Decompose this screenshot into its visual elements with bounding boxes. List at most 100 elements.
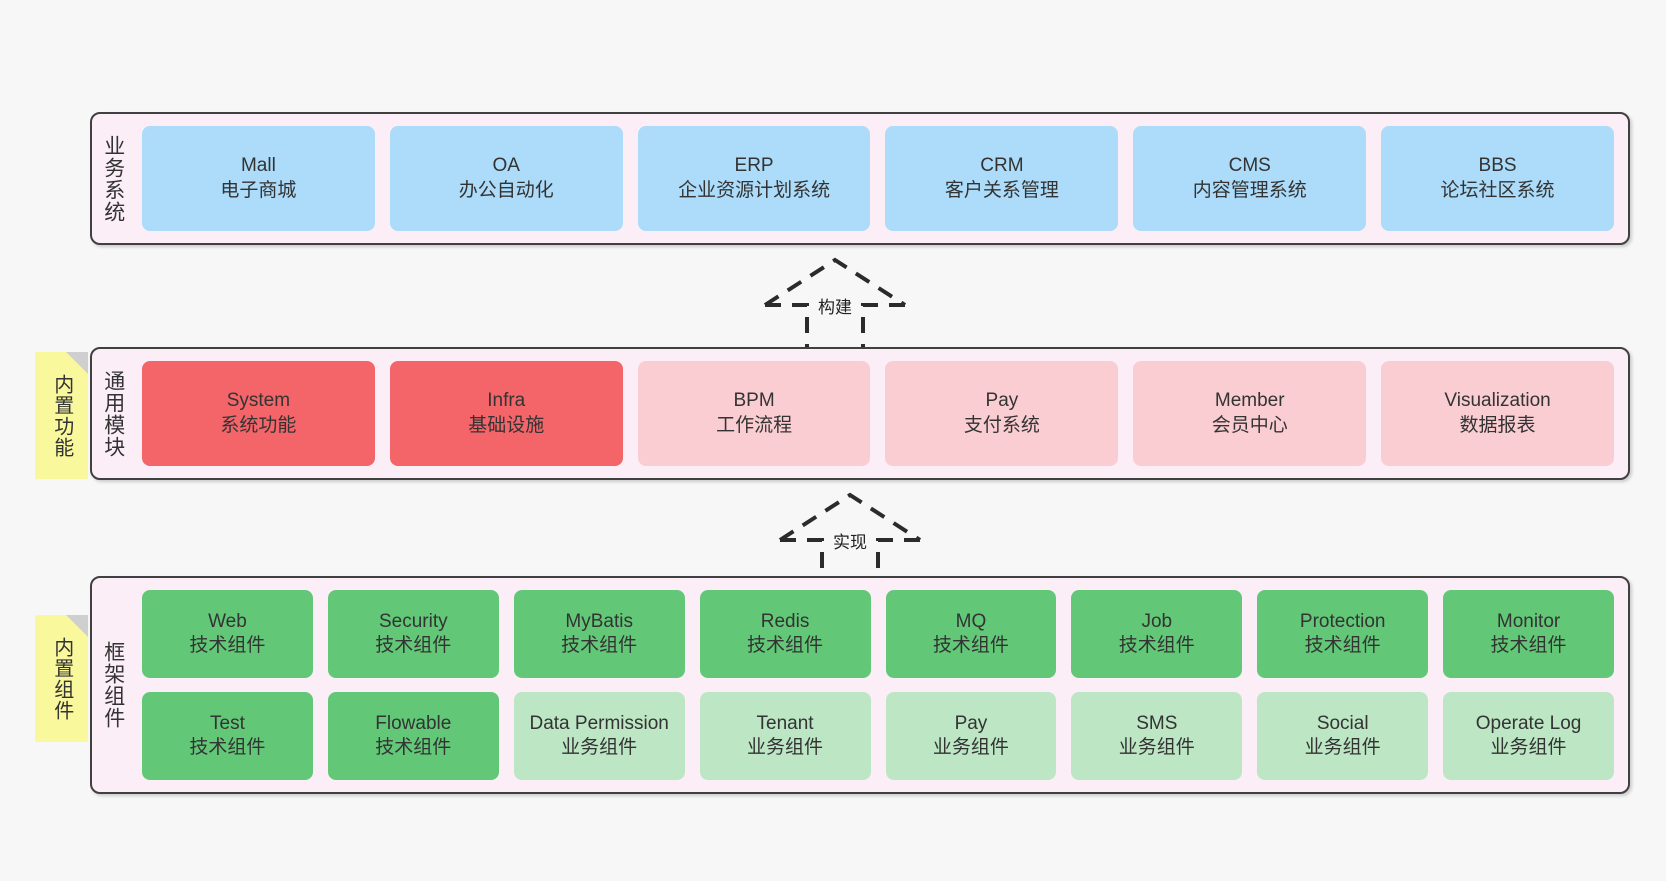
- node-monitor-desc: 技术组件: [1490, 635, 1567, 656]
- node-oa[interactable]: OA 办公自动化: [389, 126, 623, 231]
- node-system-name: System: [226, 390, 291, 412]
- node-monitor[interactable]: Monitor 技术组件: [1443, 590, 1614, 678]
- node-mybatis-desc: 技术组件: [561, 635, 638, 656]
- node-cms[interactable]: CMS 内容管理系统: [1133, 126, 1367, 231]
- node-mall-name: Mall: [240, 155, 276, 177]
- node-bpm-name: BPM: [733, 390, 775, 412]
- node-security[interactable]: Security 技术组件: [327, 590, 499, 678]
- node-cms-name: CMS: [1228, 155, 1271, 177]
- note-fold-corner-icon: [66, 615, 88, 637]
- node-flowable[interactable]: Flowable 技术组件: [327, 692, 499, 780]
- node-operate-log[interactable]: Operate Log 业务组件: [1443, 692, 1614, 780]
- node-operate-log-desc: 业务组件: [1490, 737, 1567, 758]
- arrow-implement: 实现: [775, 490, 925, 590]
- node-web[interactable]: Web 技术组件: [142, 590, 313, 678]
- node-mq-name: MQ: [955, 610, 987, 632]
- node-pay-component[interactable]: Pay 业务组件: [885, 692, 1057, 780]
- node-mybatis[interactable]: MyBatis 技术组件: [513, 590, 685, 678]
- note-builtin-component-text: 内置组件: [50, 636, 73, 721]
- note-builtin-component: 内置组件: [35, 615, 88, 742]
- node-pay-module-name: Pay: [985, 390, 1019, 412]
- node-test-name: Test: [210, 712, 245, 734]
- node-flowable-desc: 技术组件: [375, 737, 452, 758]
- node-test-desc: 技术组件: [189, 737, 266, 758]
- node-pay-module-desc: 支付系统: [963, 414, 1040, 436]
- node-job-name: Job: [1141, 610, 1173, 632]
- node-web-desc: 技术组件: [189, 635, 266, 656]
- node-crm-name: CRM: [980, 155, 1024, 177]
- node-pay-module[interactable]: Pay 支付系统: [885, 361, 1119, 466]
- node-data-permission[interactable]: Data Permission 业务组件: [513, 692, 685, 780]
- node-tenant-desc: 业务组件: [747, 737, 824, 758]
- node-redis-desc: 技术组件: [747, 635, 824, 656]
- node-security-desc: 技术组件: [375, 635, 452, 656]
- node-crm-desc: 客户关系管理: [944, 179, 1059, 201]
- node-system-desc: 系统功能: [220, 414, 297, 436]
- node-mall-desc: 电子商城: [220, 179, 297, 201]
- row-framework-1: Web 技术组件 Security 技术组件 MyBatis 技术组件 Redi…: [142, 590, 1614, 678]
- node-protection-desc: 技术组件: [1304, 635, 1381, 656]
- layer-body-common-module: System 系统功能 Infra 基础设施 BPM 工作流程 Pay 支付系统…: [134, 349, 1628, 478]
- layer-body-business-system: Mall 电子商城 OA 办公自动化 ERP 企业资源计划系统 CRM 客户关系…: [134, 114, 1628, 243]
- node-job[interactable]: Job 技术组件: [1071, 590, 1243, 678]
- node-tenant-name: Tenant: [756, 712, 814, 734]
- node-crm[interactable]: CRM 客户关系管理: [885, 126, 1119, 231]
- node-erp[interactable]: ERP 企业资源计划系统: [637, 126, 871, 231]
- node-protection[interactable]: Protection 技术组件: [1257, 590, 1429, 678]
- node-social-name: Social: [1316, 712, 1369, 734]
- node-test[interactable]: Test 技术组件: [142, 692, 313, 780]
- node-data-permission-name: Data Permission: [529, 712, 669, 734]
- row-common-1: System 系统功能 Infra 基础设施 BPM 工作流程 Pay 支付系统…: [142, 361, 1614, 466]
- layer-title-common-module: 通用模块: [101, 369, 125, 458]
- layer-title-business-system: 业务系统: [101, 134, 125, 223]
- node-operate-log-name: Operate Log: [1475, 712, 1582, 734]
- node-mall[interactable]: Mall 电子商城: [142, 126, 375, 231]
- node-infra[interactable]: Infra 基础设施: [389, 361, 623, 466]
- node-mq-desc: 技术组件: [932, 635, 1009, 656]
- node-protection-name: Protection: [1299, 610, 1386, 632]
- node-oa-name: OA: [492, 155, 520, 177]
- node-sms[interactable]: SMS 业务组件: [1071, 692, 1243, 780]
- node-flowable-name: Flowable: [375, 712, 452, 734]
- node-mq[interactable]: MQ 技术组件: [885, 590, 1057, 678]
- node-erp-name: ERP: [734, 155, 774, 177]
- node-infra-name: Infra: [487, 390, 526, 412]
- node-infra-desc: 基础设施: [468, 414, 545, 436]
- note-fold-corner-icon: [66, 352, 88, 374]
- layer-title-framework-component: 框架组件: [101, 641, 125, 729]
- node-sms-desc: 业务组件: [1118, 737, 1195, 758]
- node-social-desc: 业务组件: [1304, 737, 1381, 758]
- node-erp-desc: 企业资源计划系统: [678, 179, 831, 201]
- node-oa-desc: 办公自动化: [458, 179, 554, 201]
- node-bbs-name: BBS: [1478, 155, 1517, 177]
- node-data-permission-desc: 业务组件: [561, 737, 638, 758]
- node-tenant[interactable]: Tenant 业务组件: [699, 692, 871, 780]
- note-builtin-function-text: 内置功能: [50, 373, 73, 458]
- node-cms-desc: 内容管理系统: [1192, 179, 1307, 201]
- node-bbs-desc: 论坛社区系统: [1440, 179, 1555, 201]
- node-bbs[interactable]: BBS 论坛社区系统: [1381, 126, 1614, 231]
- node-system[interactable]: System 系统功能: [142, 361, 375, 466]
- node-monitor-name: Monitor: [1496, 610, 1561, 632]
- node-visualization-desc: 数据报表: [1459, 414, 1536, 436]
- node-pay-component-desc: 业务组件: [932, 737, 1009, 758]
- arrow-implement-label: 实现: [831, 528, 869, 553]
- arrow-build-label: 构建: [816, 293, 854, 318]
- node-visualization-name: Visualization: [1444, 390, 1551, 412]
- node-social[interactable]: Social 业务组件: [1257, 692, 1429, 780]
- node-redis[interactable]: Redis 技术组件: [699, 590, 871, 678]
- layer-body-framework-component: Web 技术组件 Security 技术组件 MyBatis 技术组件 Redi…: [134, 578, 1628, 792]
- layer-framework-component: 框架组件 Web 技术组件 Security 技术组件 MyBatis 技术组件…: [90, 576, 1630, 794]
- node-pay-component-name: Pay: [954, 712, 988, 734]
- node-bpm[interactable]: BPM 工作流程: [637, 361, 871, 466]
- node-bpm-desc: 工作流程: [716, 414, 793, 436]
- node-member[interactable]: Member 会员中心: [1133, 361, 1367, 466]
- node-sms-name: SMS: [1136, 712, 1178, 734]
- node-web-name: Web: [208, 610, 247, 632]
- node-mybatis-name: MyBatis: [565, 610, 633, 632]
- node-member-name: Member: [1214, 390, 1285, 412]
- node-member-desc: 会员中心: [1211, 414, 1288, 436]
- node-visualization[interactable]: Visualization 数据报表: [1381, 361, 1614, 466]
- layer-common-module: 通用模块 System 系统功能 Infra 基础设施 BPM 工作流程 Pay…: [90, 347, 1630, 480]
- node-security-name: Security: [378, 610, 448, 632]
